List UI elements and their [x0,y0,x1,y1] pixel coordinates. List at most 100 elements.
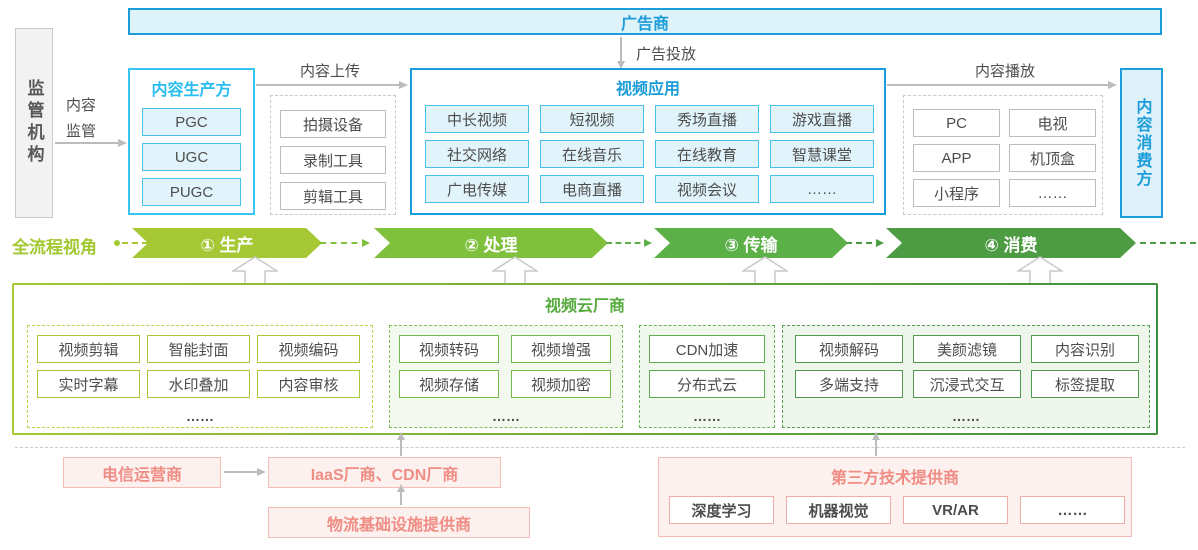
video-app-box: 视频应用 中长视频短视频秀场直播游戏直播社交网络在线音乐在线教育智慧课堂广电传媒… [410,68,886,215]
ad-placement-label: 广告投放 [636,46,697,63]
video-app-item: 电商直播 [540,175,644,203]
cloud-group-items: CDN加速分布式云 [649,335,767,398]
stage-transmission: ③ 传输 [654,228,848,258]
cloud-service-item: 沉浸式交互 [913,370,1021,398]
cloud-service-item: 分布式云 [649,370,765,398]
video-app-item: 在线音乐 [540,140,644,168]
upload-label: 内容上传 [299,63,360,80]
cloud-service-item: 内容识别 [1031,335,1139,363]
pipeline-connector [606,239,652,247]
cloud-service-item: 视频剪辑 [37,335,140,363]
third-party-box: 第三方技术提供商 深度学习机器视觉 VR/AR …… [658,457,1132,537]
stage-production: ① 生产 [132,228,322,258]
device-item: 电视 [1009,109,1096,137]
cloud-service-item: 标签提取 [1031,370,1139,398]
producer-item: PGC [142,108,241,136]
video-app-items: 中长视频短视频秀场直播游戏直播社交网络在线音乐在线教育智慧课堂广电传媒电商直播视… [425,105,877,203]
oversight-label-line2: 监管 [66,123,97,140]
producer-box: 内容生产方 PGC UGC PUGC [128,68,255,215]
cloud-group-production: 视频剪辑智能封面视频编码实时字幕水印叠加内容审核 …… [27,325,373,428]
producer-items: PGC UGC PUGC [142,108,241,206]
telecom-to-iaas-arrow [224,468,266,476]
telecom-box: 电信运营商 [63,457,221,488]
cloud-service-item: 水印叠加 [147,370,250,398]
oversight-label-line1: 内容 [66,97,97,114]
tool-item: 剪辑工具 [280,182,386,210]
regulator-box: 监管机构 [15,28,53,218]
devices-box: PC 电视 APP 机顶盒小程序 …… [903,95,1103,215]
pipeline-label: 全流程视角 [12,238,97,257]
pipeline-connector [1140,242,1196,244]
iaas-cdn-box: IaaS厂商、CDN厂商 [268,457,501,488]
cloud-group-transmission: CDN加速分布式云 …… [639,325,775,428]
playback-label: 内容播放 [974,63,1035,80]
logistics-box: 物流基础设施提供商 [268,507,530,538]
device-item: 小程序 [913,179,1000,207]
cloud-service-item: 视频增强 [511,335,611,363]
oversight-arrow [55,139,127,147]
cloud-service-item: 多端支持 [795,370,903,398]
video-app-item: 在线教育 [655,140,759,168]
cloud-group-ellipsis: …… [952,408,980,424]
cloud-service-item: 智能封面 [147,335,250,363]
cloud-group-processing: 视频转码视频增强视频存储视频加密 …… [389,325,623,428]
device-item: 机顶盒 [1009,144,1096,172]
tools-box: 拍摄设备录制工具剪辑工具 [270,95,396,215]
third-party-title: 第三方技术提供商 [830,470,959,487]
cloud-group-items: 视频转码视频增强视频存储视频加密 [399,335,617,398]
producer-item: UGC [142,143,241,171]
video-app-item: 短视频 [540,105,644,133]
thirdparty-to-cloud-arrow [872,432,880,456]
cloud-service-item: CDN加速 [649,335,765,363]
producer-item: PUGC [142,178,241,206]
cloud-service-item: 实时字幕 [37,370,140,398]
tools-items: 拍摄设备录制工具剪辑工具 [280,110,386,210]
cloud-service-item: 视频解码 [795,335,903,363]
cloud-service-item: 视频编码 [257,335,360,363]
cloud-group-ellipsis: …… [492,408,520,424]
video-app-item: 智慧课堂 [770,140,874,168]
pipeline-start-dot [114,240,120,246]
cloud-group-ellipsis: …… [186,408,214,424]
cloud-vendor-title: 视频云厂商 [544,298,625,315]
cloud-service-item: 内容审核 [257,370,360,398]
video-app-item: 广电传媒 [425,175,529,203]
ad-placement-arrow [617,37,625,69]
advertiser-box: 广告商 [128,8,1162,35]
devices-items: PC 电视 APP 机顶盒小程序 …… [913,109,1098,207]
video-app-title: 视频应用 [615,81,680,98]
stage-processing: ② 处理 [374,228,608,258]
video-app-item: 视频会议 [655,175,759,203]
pipeline-connector [122,242,148,244]
tech-item: 机器视觉 [786,496,891,524]
tool-item: 录制工具 [280,146,386,174]
cloud-group-ellipsis: …… [693,408,721,424]
cloud-service-item: 美颜滤镜 [913,335,1021,363]
video-app-item: 中长视频 [425,105,529,133]
third-party-items: 深度学习机器视觉 VR/AR …… [669,496,1131,524]
device-item: APP [913,144,1000,172]
cloud-service-item: 视频存储 [399,370,499,398]
upload-arrow [256,81,408,89]
cloud-group-consumption: 视频解码美颜滤镜内容识别多端支持沉浸式交互标签提取 …… [782,325,1150,428]
oversight-label: 内容 监管 [66,93,96,145]
video-app-item: 秀场直播 [655,105,759,133]
cloud-group-items: 视频剪辑智能封面视频编码实时字幕水印叠加内容审核 [37,335,367,398]
iaas-to-cloud-arrow [397,432,405,456]
producer-title: 内容生产方 [151,82,232,99]
pipeline-connector [320,239,370,247]
bottom-separator [15,447,1185,448]
tech-item: VR/AR [903,496,1008,524]
cloud-group-items: 视频解码美颜滤镜内容识别多端支持沉浸式交互标签提取 [795,335,1141,398]
tech-item: …… [1020,496,1125,524]
video-app-item: 游戏直播 [770,105,874,133]
consumer-box: 内容消费方 [1120,68,1163,218]
logistics-to-iaas-arrow [397,484,405,505]
tech-item: 深度学习 [669,496,774,524]
device-item: …… [1009,179,1096,207]
video-app-item: 社交网络 [425,140,529,168]
cloud-service-item: 视频转码 [399,335,499,363]
device-item: PC [913,109,1000,137]
video-app-item: …… [770,175,874,203]
pipeline-connector [846,239,884,247]
